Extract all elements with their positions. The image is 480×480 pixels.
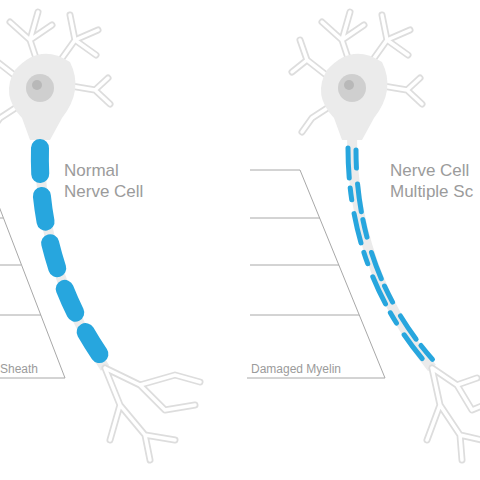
damaged-neuron <box>292 12 480 460</box>
myelin-segments <box>40 148 105 362</box>
part-label: Sheath <box>0 362 70 377</box>
damaged-myelin <box>348 148 425 362</box>
leader-bracket <box>247 170 385 378</box>
normal-neuron <box>0 12 200 460</box>
damaged-myelin <box>356 150 433 360</box>
panel-title: Normal Nerve Cell <box>64 160 168 203</box>
panel-title: Nerve Cell Multiple Sc <box>390 160 479 203</box>
part-label: Damaged Myelin <box>251 362 371 377</box>
leader-bracket <box>0 170 65 378</box>
